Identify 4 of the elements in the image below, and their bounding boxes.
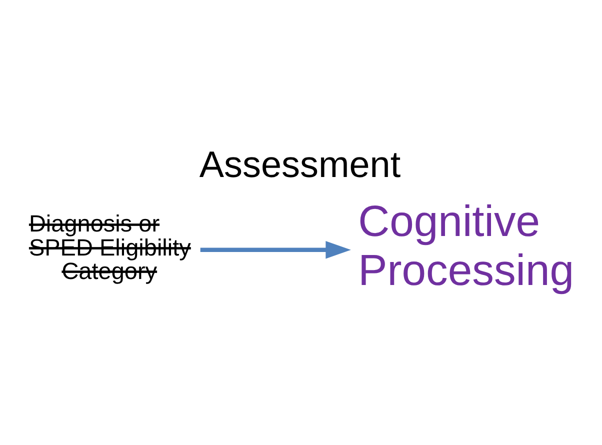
node-text: Cognitive Processing bbox=[358, 196, 574, 294]
diagram-title: Assessment bbox=[199, 143, 401, 184]
arrow bbox=[200, 240, 351, 258]
node-text: Diagnosis or SPED Eligibility Category bbox=[28, 210, 191, 284]
